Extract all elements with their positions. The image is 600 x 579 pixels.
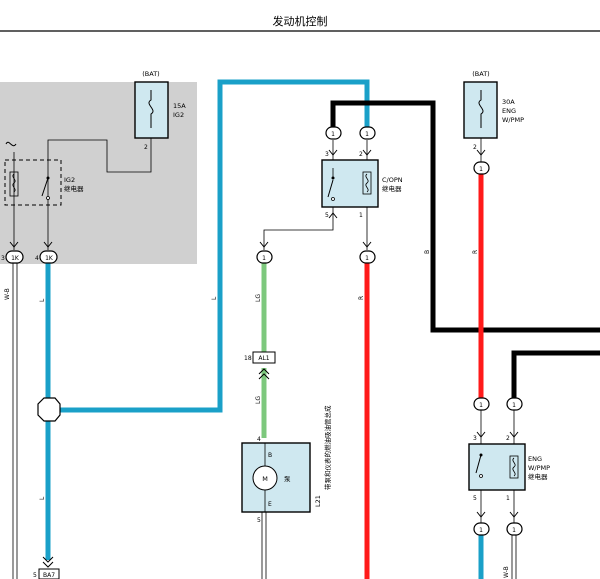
connector-al1 xyxy=(252,351,276,364)
fuse-30a-amp: 30A xyxy=(502,98,515,106)
ct-label-eng5: 1 xyxy=(479,527,483,534)
pin-2-fuse15: 2 xyxy=(144,144,148,151)
wire-label-l-3: L xyxy=(39,496,46,500)
pin-2-fuse30: 2 xyxy=(473,144,477,151)
fuse-30a-eng-wpmp xyxy=(463,81,498,139)
page-title: 发动机控制 xyxy=(273,14,328,28)
pin-3-copn: 3 xyxy=(325,151,329,158)
connector-ba7 xyxy=(38,568,60,579)
relay-ig2-sub: 继电器 xyxy=(64,184,84,193)
relay-eng-sub: 继电器 xyxy=(528,472,548,481)
ct-label-eng1: 1 xyxy=(512,527,516,534)
fuel-pump-assembly xyxy=(241,442,311,513)
bat-label-right: (BAT) xyxy=(472,70,489,78)
connector-1k-b-label: 1K xyxy=(45,255,54,262)
splice-octagon xyxy=(37,397,61,422)
power-wave-symbol xyxy=(5,141,17,147)
pin-5-ba7: 5 xyxy=(33,572,37,579)
connector-pill-eng-3 xyxy=(473,397,490,411)
ct-label-eng3: 1 xyxy=(479,402,483,409)
wire-label-b: B xyxy=(424,250,431,254)
pin-5-eng: 5 xyxy=(473,495,477,502)
connector-pill-copn-3 xyxy=(325,126,342,140)
wire-black-b-eng xyxy=(511,350,600,398)
wire-blue-l-to-copn xyxy=(60,79,370,413)
wire-label-r-1: R xyxy=(358,296,365,300)
motor-e-label: E xyxy=(268,501,272,508)
ct-label-copn3: 1 xyxy=(331,131,335,138)
pin-1-eng: 1 xyxy=(506,495,510,502)
connector-pill-1k-b xyxy=(39,250,58,264)
ct-label-eng2: 1 xyxy=(512,402,516,409)
connector-pill-copn-2 xyxy=(359,126,376,140)
motor-m-label: M xyxy=(262,475,268,483)
connector-ba7-label: BA7 xyxy=(43,572,55,579)
relay-copn-name: C/OPN xyxy=(382,176,403,184)
connector-al1-label: AL1 xyxy=(258,355,269,362)
wire-label-r-2: R xyxy=(472,250,479,254)
connector-pill-lg-ct xyxy=(256,250,273,264)
wire-label-wb-left: W-B xyxy=(4,288,11,300)
pin-5-motor: 5 xyxy=(257,517,261,524)
pump-label: 泵 xyxy=(284,475,291,483)
relay-eng-wpmp xyxy=(468,443,526,491)
connector-pill-r-ct xyxy=(359,250,376,264)
pin-4-motor: 4 xyxy=(257,436,261,443)
motor-b-label: B xyxy=(268,452,272,459)
pin-5-copn: 5 xyxy=(325,212,329,219)
wire-label-l-2: L xyxy=(211,296,218,300)
component-desc-label: 带泵和仪表的燃油吸油管总成 xyxy=(323,405,332,490)
relay-eng-name2: W/PMP xyxy=(528,464,550,472)
pin-2-copn: 2 xyxy=(359,151,363,158)
arrow-markers xyxy=(9,149,519,568)
fuse-30a-name1: ENG xyxy=(502,107,516,115)
component-code-label: L21 xyxy=(314,495,322,507)
wire-copn-pin5 xyxy=(263,207,334,250)
connector-pill-1k-a xyxy=(5,250,24,264)
relay-copn xyxy=(321,159,379,208)
relay-ig2 xyxy=(4,159,62,206)
pin-18: 18 xyxy=(244,355,252,362)
connector-pill-eng-5 xyxy=(473,522,490,536)
ct-label-r: 1 xyxy=(365,255,369,262)
ct-label-copn2: 1 xyxy=(365,131,369,138)
relay-copn-sub: 继电器 xyxy=(382,184,402,193)
pin-1-copn: 1 xyxy=(359,212,363,219)
fuse-15a-amp: 15A xyxy=(173,102,186,110)
wire-label-l-1: L xyxy=(39,298,46,302)
connector-pill-fuse30-ct xyxy=(473,161,490,175)
wire-label-wb-right: W-B xyxy=(503,566,510,578)
relay-ig2-name: IG2 xyxy=(64,176,75,184)
wire-label-lg-2: LG xyxy=(255,396,262,404)
pin-3-left: 3 xyxy=(1,255,5,262)
relay-eng-name1: ENG xyxy=(528,455,542,463)
wire-black-b-copn xyxy=(330,100,600,333)
fuse-15a-name: IG2 xyxy=(173,111,184,119)
bat-label-left: (BAT) xyxy=(142,70,159,78)
ct-label-fuse30: 1 xyxy=(479,166,483,173)
wire-label-lg-1: LG xyxy=(255,294,262,302)
connector-1k-a-label: 1K xyxy=(11,255,20,262)
ct-label-lg: 1 xyxy=(262,255,266,262)
connector-pill-eng-2 xyxy=(506,397,523,411)
connector-pill-eng-1 xyxy=(506,522,523,536)
pin-4-left: 4 xyxy=(35,255,39,262)
pin-2-eng: 2 xyxy=(506,435,510,442)
wire-ig2-fuse-to-relay xyxy=(47,138,152,173)
fuse-30a-name2: W/PMP xyxy=(502,116,524,124)
fuse-15a-ig2 xyxy=(134,81,169,139)
pin-3-eng: 3 xyxy=(473,435,477,442)
